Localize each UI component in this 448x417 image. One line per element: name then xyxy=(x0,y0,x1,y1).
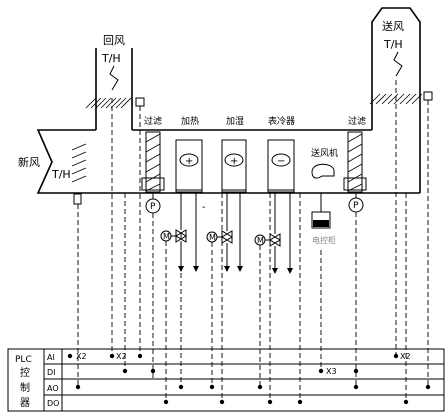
fan-control-cabinet xyxy=(311,211,331,229)
humidifier-plus: + xyxy=(230,156,238,167)
filter-2-label: 过滤 xyxy=(348,115,366,127)
return-damper xyxy=(85,97,132,109)
humidifier-symbol xyxy=(224,153,244,167)
filter-1-label: 过滤 xyxy=(144,115,162,127)
fresh-air-inlet xyxy=(36,129,53,194)
heating-coil xyxy=(175,139,203,193)
ai-tag-2: X2 xyxy=(116,352,127,361)
plc-row-do: DO xyxy=(47,399,59,408)
cooling-coil xyxy=(267,139,295,193)
heating-label: 加热 xyxy=(181,115,199,127)
svg-text:器: 器 xyxy=(20,397,30,409)
filter-1-bracket xyxy=(141,177,165,191)
th-return-squiggle xyxy=(109,65,119,91)
ai-tag-1: X2 xyxy=(76,352,87,361)
humidifier-valve xyxy=(221,230,233,244)
fan-icon xyxy=(311,163,335,179)
svg-text:M: M xyxy=(163,232,170,241)
th-fresh-label: T/H xyxy=(51,168,71,181)
plc-row-ao: AO xyxy=(47,384,59,393)
return-sensor-box xyxy=(135,97,145,107)
supply-air-label: 送风 xyxy=(382,19,404,33)
humidifier xyxy=(221,139,247,193)
cooler-valve xyxy=(269,233,281,247)
fan-control-label: 电控柜 xyxy=(312,235,336,245)
svg-text:P: P xyxy=(353,201,359,211)
di-tag-1: X3 xyxy=(326,367,337,376)
heating-plus: + xyxy=(185,156,193,167)
fresh-sensor-box xyxy=(73,193,82,205)
supply-damper xyxy=(369,93,423,105)
cooler-label: 表冷器 xyxy=(268,115,295,127)
humidify-label: 加湿 xyxy=(226,116,244,127)
plc-row-ai: AI xyxy=(47,353,55,362)
plc-row-di: DI xyxy=(47,368,56,377)
svg-text:P: P xyxy=(150,202,156,212)
svg-text:M: M xyxy=(209,233,216,242)
fan-label: 送风机 xyxy=(311,147,338,159)
filter-2-bracket xyxy=(343,177,367,191)
svg-text:M: M xyxy=(257,236,264,245)
cooler-minus: − xyxy=(277,156,285,167)
svg-text:制: 制 xyxy=(20,381,30,394)
dash-sign: - xyxy=(202,202,206,213)
th-supply-label: T/H xyxy=(383,38,403,51)
fresh-damper xyxy=(71,143,87,183)
plc-title: PLC xyxy=(15,355,32,365)
supply-sensor-box xyxy=(423,91,433,101)
th-return-label: T/H xyxy=(101,52,121,65)
plc-table xyxy=(7,348,445,412)
supply-duct-hood xyxy=(371,7,421,40)
cooler-symbol xyxy=(271,153,291,167)
heating-symbol xyxy=(179,153,199,167)
return-air-label: 回风 xyxy=(103,34,125,47)
fresh-air-label: 新风 xyxy=(18,155,40,169)
th-supply-squiggle xyxy=(393,51,403,77)
ai-tag-3: X2 xyxy=(400,352,411,361)
svg-text:控: 控 xyxy=(20,366,30,379)
